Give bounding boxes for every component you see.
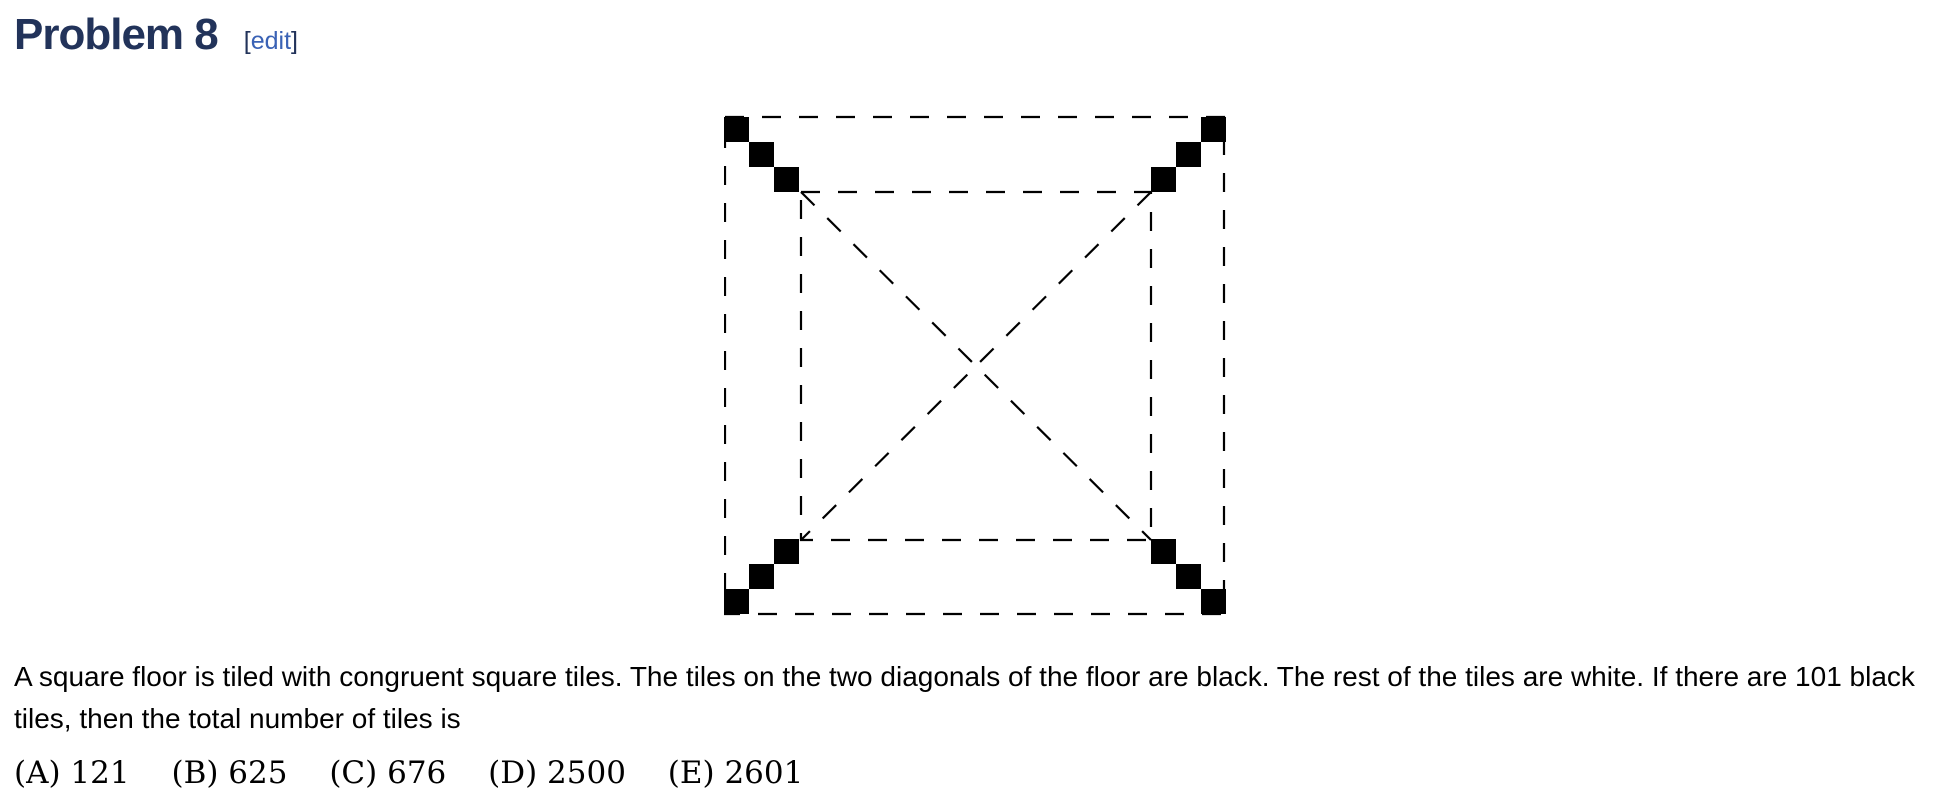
tile-bottom-left-3 <box>774 539 799 564</box>
section-heading: Problem 8 [edit] <box>14 10 298 61</box>
tile-top-right-1 <box>1201 117 1226 142</box>
dashed-diagonal-main <box>800 191 1152 541</box>
choice-a: (A) 121 <box>14 755 130 791</box>
edit-section-link[interactable]: [edit] <box>244 27 298 56</box>
inner-dashed-square <box>799 190 1153 542</box>
tile-top-left-1 <box>724 117 749 142</box>
edit-link-text[interactable]: edit <box>250 27 292 55</box>
answer-choices: (A) 121 (B) 625 (C) 676 (D) 2500 (E) 260… <box>14 753 835 793</box>
tile-top-left-3 <box>774 167 799 192</box>
tile-bottom-left-1 <box>724 589 749 614</box>
page-title: Problem 8 <box>14 10 219 59</box>
tile-bottom-right-1 <box>1201 589 1226 614</box>
tiled-floor-diagram <box>724 115 1226 616</box>
dashed-diagonal-anti <box>800 191 1152 541</box>
tile-top-right-2 <box>1176 142 1201 167</box>
tile-bottom-right-2 <box>1176 564 1201 589</box>
choice-c: (C) 676 <box>329 755 447 791</box>
tiled-floor-figure <box>724 112 1226 618</box>
tile-top-right-3 <box>1151 167 1176 192</box>
choice-e: (E) 2601 <box>667 755 804 791</box>
choice-d: (D) 2500 <box>488 755 626 791</box>
black-diagonal-tiles <box>724 117 1226 614</box>
problem-statement: A square floor is tiled with congruent s… <box>14 661 1915 734</box>
tile-bottom-right-3 <box>1151 539 1176 564</box>
tile-top-left-2 <box>749 142 774 167</box>
edit-bracket-open: [ <box>243 27 251 55</box>
edit-bracket-close: ] <box>291 27 298 55</box>
tile-bottom-left-2 <box>749 564 774 589</box>
choice-b: (B) 625 <box>171 755 288 791</box>
outer-dashed-square <box>724 115 1226 616</box>
